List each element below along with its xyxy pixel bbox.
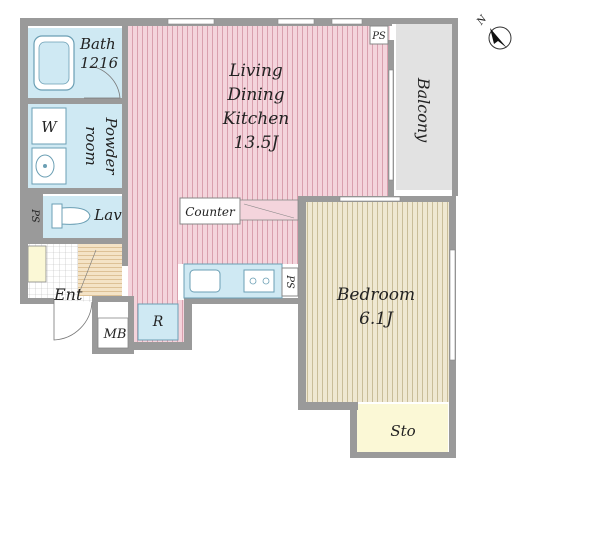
- bath-door-swing: [84, 65, 121, 99]
- sink-icon: [189, 269, 221, 293]
- compass-circle: [488, 26, 512, 50]
- compass-north-label: N: [474, 13, 489, 28]
- compass: [488, 26, 512, 50]
- ldk-size: 13.5J: [234, 133, 280, 153]
- washer-space: [31, 107, 67, 145]
- bath-size: 1216: [80, 54, 119, 72]
- entrance-door-swing: [53, 300, 93, 341]
- ldk-label-2: Dining: [226, 85, 284, 105]
- counter-diagonal: [243, 203, 295, 219]
- entrance-diagonal: [77, 249, 97, 297]
- lav-label: Lav: [93, 206, 122, 224]
- counter-label: Counter: [185, 205, 236, 219]
- toilet-icon: [51, 203, 91, 229]
- bedroom-label: Bedroom: [336, 285, 415, 305]
- powder-label-2: room: [82, 126, 100, 165]
- compass-arrow-icon: [490, 28, 507, 48]
- bedroom-window: [449, 249, 456, 361]
- bedroom-window-top: [339, 196, 401, 202]
- ldk-label-1: Living: [228, 61, 283, 81]
- powder-label: Powder: [102, 116, 120, 175]
- meter-box: [97, 317, 129, 349]
- ps-top-label: PS: [371, 31, 386, 42]
- fridge-label: R: [152, 314, 164, 330]
- ps-kitchen-label: PS: [284, 274, 295, 289]
- balcony-label: Balcony: [414, 77, 433, 143]
- basin-drain: [43, 164, 47, 168]
- washer-label: W: [41, 118, 58, 136]
- window-top-1: [167, 18, 215, 25]
- ps-kitchen-box: [281, 267, 299, 297]
- bedroom-floor: [305, 202, 449, 402]
- stove-icon: [243, 269, 275, 293]
- window-top-2: [277, 18, 315, 25]
- window-top-3: [331, 18, 363, 25]
- shoe-box: [27, 245, 47, 283]
- balcony-door: [388, 69, 394, 181]
- burner-1-icon: [249, 277, 257, 285]
- fridge-space: [137, 303, 179, 341]
- storage-floor: [356, 404, 448, 454]
- meter-box-label: MB: [103, 327, 127, 342]
- bathtub-inner: [38, 41, 70, 85]
- bath-label: Bath: [79, 35, 116, 53]
- storage-label: Sto: [390, 422, 415, 440]
- balcony-floor: [396, 22, 452, 190]
- burner-2-icon: [262, 277, 270, 285]
- ps-left-label: PS: [29, 208, 40, 223]
- bedroom-size: 6.1J: [359, 309, 394, 329]
- entrance-step: [78, 244, 122, 296]
- counter-block: [239, 199, 299, 221]
- kitchen-counter-floor: [178, 300, 188, 342]
- entrance-label: Ent: [53, 285, 83, 304]
- ldk-floor: [128, 22, 390, 202]
- ps-top-box: [369, 25, 389, 45]
- ldk-label-3: Kitchen: [222, 109, 289, 129]
